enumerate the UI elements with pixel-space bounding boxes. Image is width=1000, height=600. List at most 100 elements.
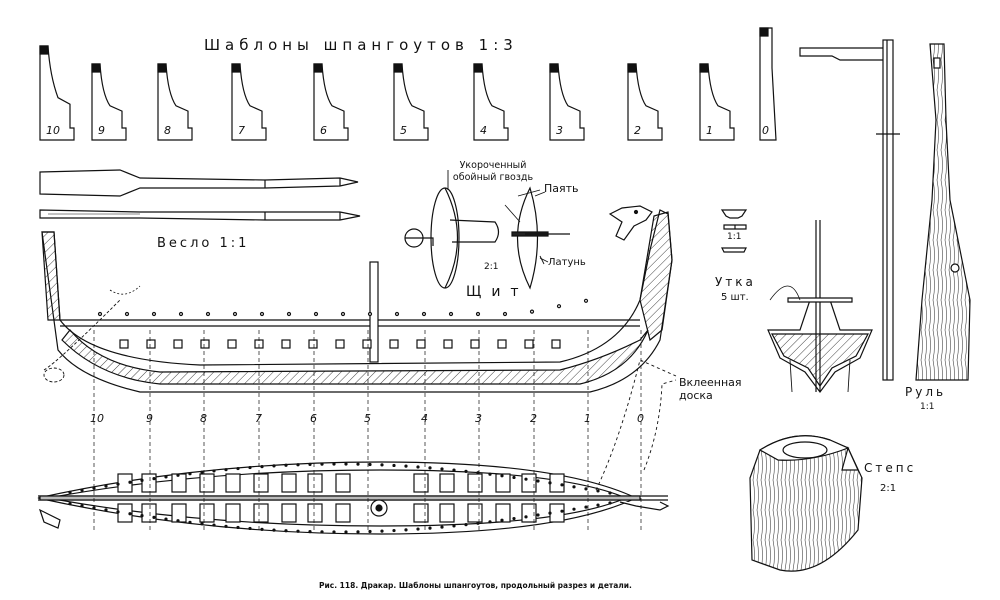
hull-cross-section (767, 220, 873, 393)
rivet (224, 468, 228, 472)
rivet (392, 463, 396, 468)
oar-hole (232, 311, 238, 317)
bench (199, 473, 215, 493)
oar-hole (124, 311, 130, 317)
rivet (176, 519, 180, 523)
rivet (308, 530, 312, 534)
oar-hole (529, 309, 535, 314)
deck-post (335, 339, 345, 349)
glued-board-label: Вклеенная доска (679, 376, 742, 402)
rivet (440, 525, 444, 529)
oar-hole (502, 311, 508, 317)
frame-number: 9 (98, 124, 105, 137)
rivet (392, 528, 396, 533)
oar-hole (286, 311, 292, 317)
rivet (272, 464, 276, 468)
rivet (536, 479, 540, 483)
rivet (320, 462, 324, 466)
bench (307, 503, 323, 523)
frame-number: 2 (634, 124, 641, 137)
cleat-drawing (720, 209, 748, 253)
oar-top (39, 169, 359, 197)
rivet (560, 483, 564, 487)
rivet (296, 463, 300, 467)
rivet (188, 520, 192, 524)
bench (171, 503, 187, 523)
frame-templates (39, 27, 777, 141)
rivet (380, 463, 384, 467)
rivet (608, 501, 612, 505)
rivet (260, 465, 264, 469)
bench (495, 503, 511, 523)
deck-post (524, 339, 534, 349)
deck-post (146, 339, 156, 349)
rivet (200, 470, 204, 474)
deck-post (362, 339, 372, 349)
rivet (476, 521, 480, 525)
rivet (524, 515, 528, 519)
oar-hole (205, 311, 211, 317)
rivet (224, 524, 228, 528)
section-number: 3 (475, 412, 482, 425)
section-number: 1 (584, 412, 591, 425)
rivet (512, 516, 516, 521)
rivet (176, 473, 180, 477)
rivet (236, 466, 240, 471)
frame-number: 5 (400, 124, 407, 137)
rivet (572, 507, 576, 511)
frame-template (627, 63, 663, 141)
rivet (212, 469, 216, 473)
frame-number: 10 (46, 124, 60, 137)
rivet (140, 478, 144, 482)
frame-number: 8 (164, 124, 171, 137)
cleat-count-label: 5 шт. (721, 292, 749, 303)
rivet (488, 472, 492, 476)
section-number: 6 (310, 412, 317, 425)
rivet (272, 528, 276, 532)
deck-post (470, 339, 480, 349)
deck-post (227, 339, 237, 349)
oar-hole (178, 311, 184, 317)
frame-template (157, 63, 193, 141)
rivet (212, 523, 216, 527)
section-number: 8 (200, 412, 207, 425)
bench (307, 473, 323, 493)
frame-template (699, 63, 735, 141)
oar-hole (583, 298, 589, 303)
rivet (320, 530, 324, 534)
rivet (164, 517, 168, 521)
bench (171, 473, 187, 493)
shield-scale-label: 2:1 (484, 262, 499, 272)
deck-post (497, 339, 507, 349)
bench (413, 473, 429, 493)
oar-hole (556, 304, 562, 309)
shield-label: Щит (466, 284, 529, 300)
oar-hole (475, 311, 481, 317)
rivet (188, 472, 192, 476)
figure-caption: Рис. 118. Дракар. Шаблоны шпангоутов, пр… (319, 581, 632, 590)
bench (549, 503, 565, 523)
oar-label: Весло 1:1 (157, 236, 250, 251)
bench (413, 503, 429, 523)
rivet (548, 481, 552, 485)
rivet (452, 468, 456, 472)
section-number: 0 (637, 412, 644, 425)
rivet (128, 512, 132, 516)
oar-hole (97, 311, 103, 317)
bench (521, 473, 537, 493)
rivet (500, 518, 504, 522)
bench (439, 503, 455, 523)
rivet (368, 462, 372, 467)
section-number: 4 (421, 412, 428, 425)
rivet (68, 490, 72, 494)
oar-side (39, 209, 361, 221)
frame-template (473, 63, 509, 141)
rivet (572, 485, 576, 489)
rivet (488, 520, 492, 524)
rivet (356, 462, 360, 466)
frame-number: 3 (556, 124, 563, 137)
section-number: 7 (255, 412, 262, 425)
rivet (584, 505, 588, 509)
rivet (308, 462, 312, 466)
